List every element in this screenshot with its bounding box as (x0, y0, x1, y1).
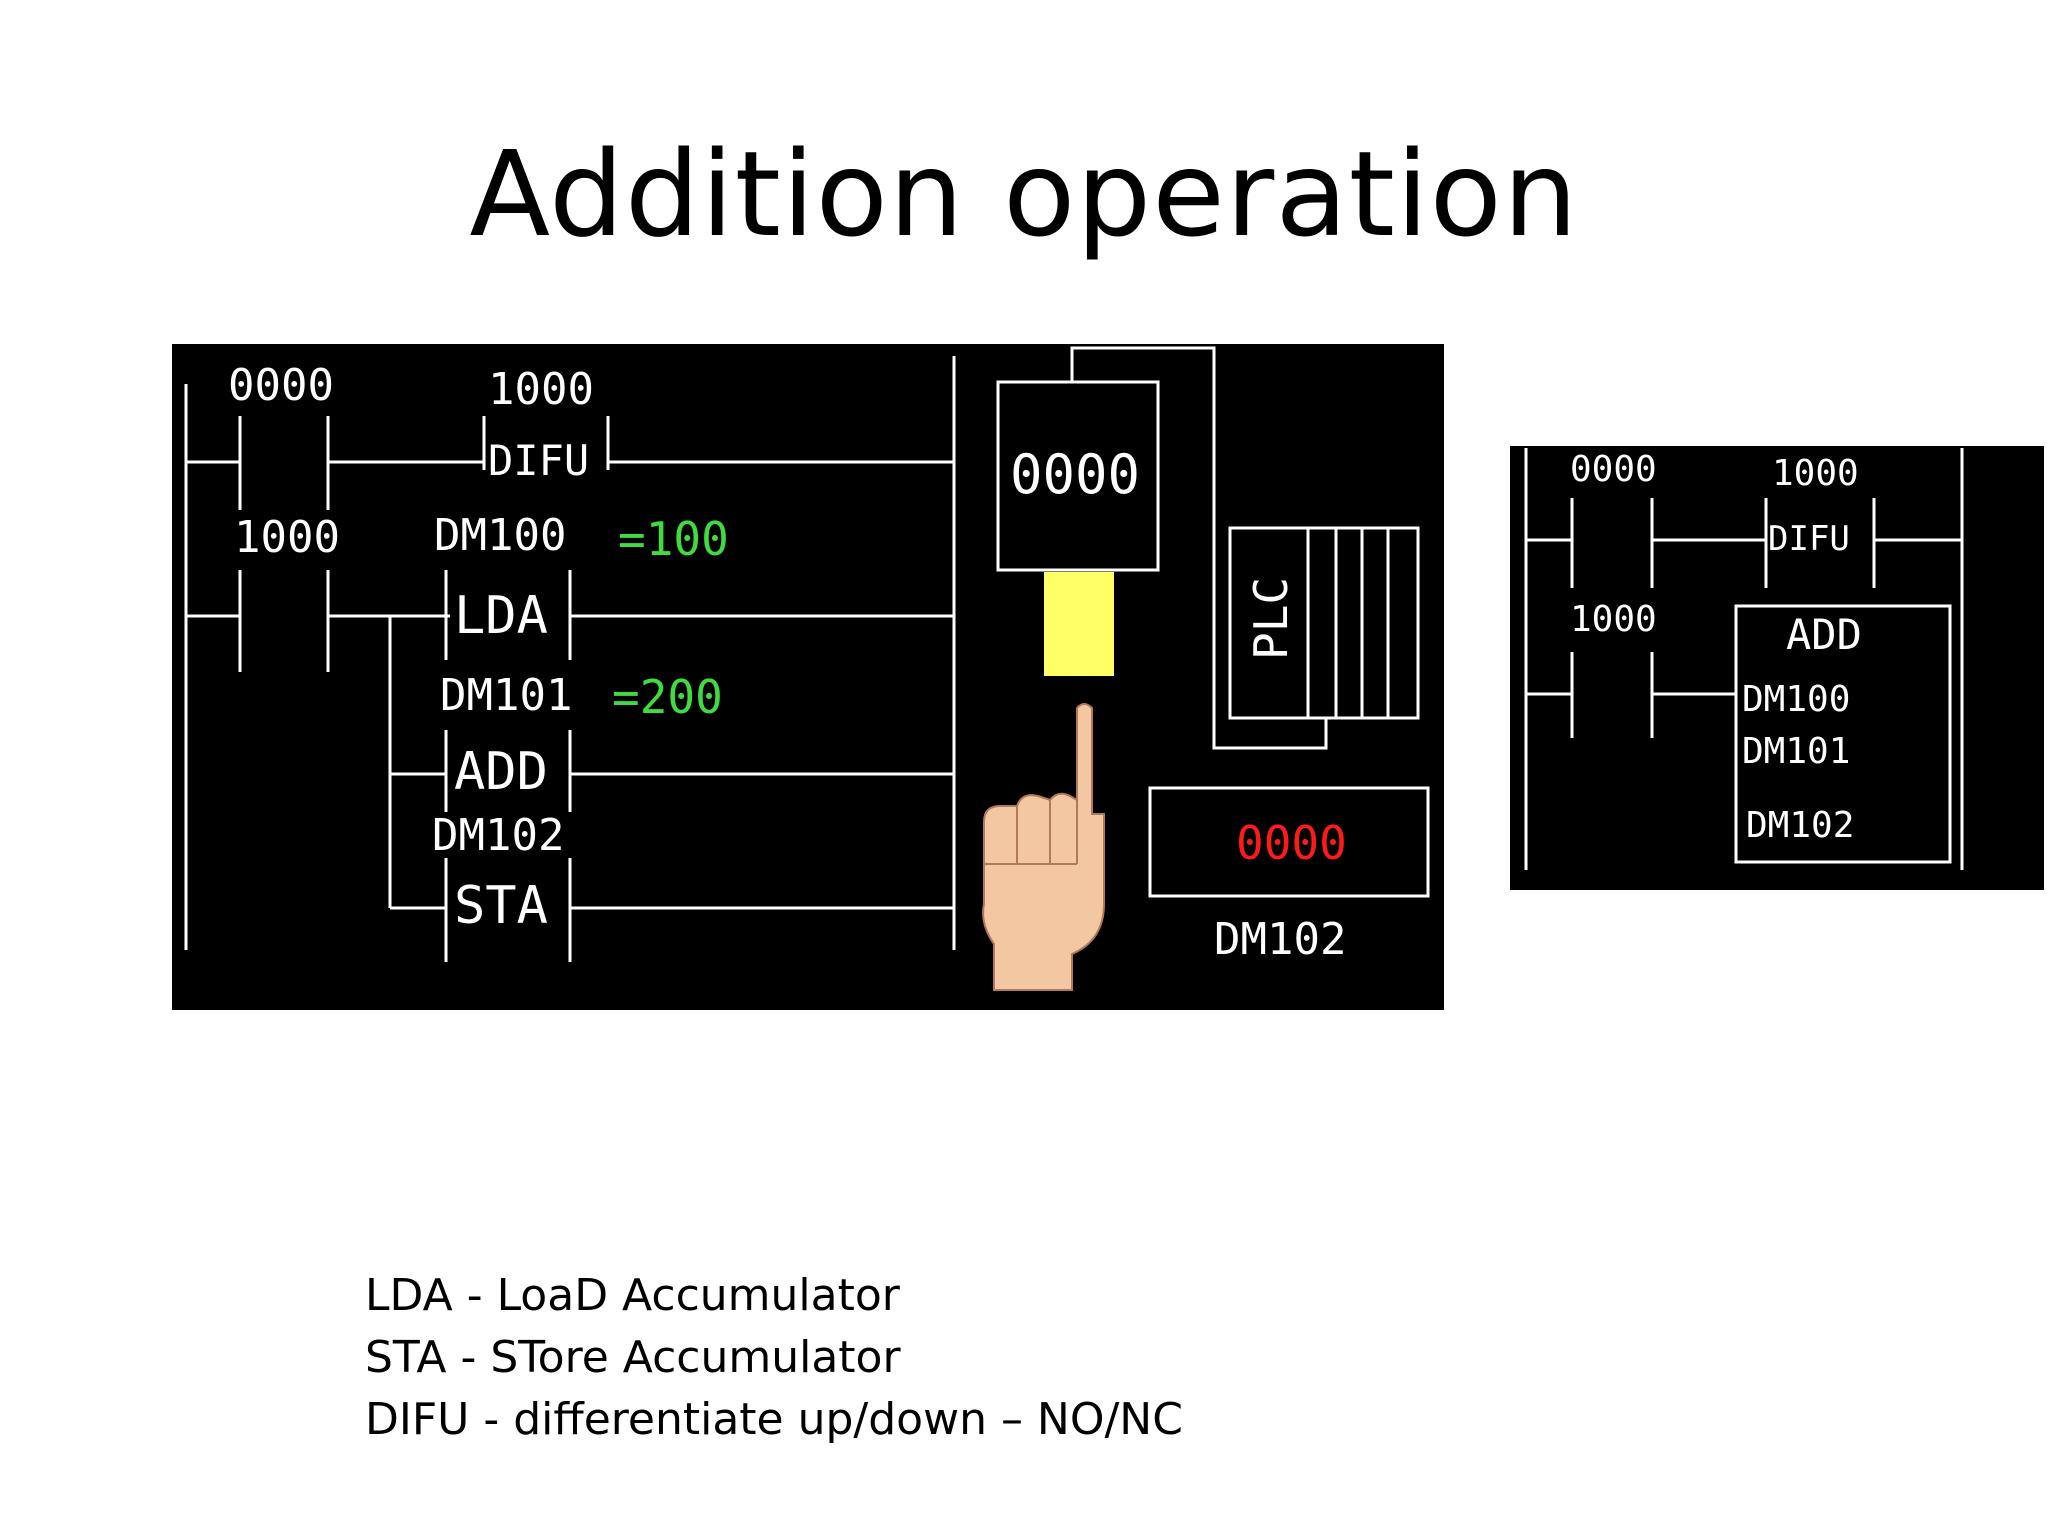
difu-label: DIFU (488, 436, 590, 485)
legend-item-difu: DIFU - differentiate up/down – NO/NC (365, 1394, 1183, 1445)
side-difu-address-label: 1000 (1772, 453, 1859, 494)
input-display-box (996, 380, 1160, 572)
sta-operand-label: DM102 (432, 810, 565, 861)
sta-label: STA (454, 876, 548, 936)
side-operand-2: DM101 (1742, 731, 1851, 772)
output-display-caption: DM102 (1214, 914, 1347, 965)
contact-0000-label: 0000 (228, 360, 334, 411)
side-operand-1: DM100 (1742, 679, 1851, 720)
lda-label: LDA (454, 586, 548, 646)
side-contact-1000-label: 1000 (1570, 599, 1657, 640)
output-display-value: 0000 (1236, 816, 1347, 870)
side-contact-0000-label: 0000 (1570, 449, 1657, 490)
plc-label: PLC (1244, 576, 1298, 660)
lda-operand-label: DM100 (434, 510, 567, 561)
side-add-block (1734, 604, 1952, 864)
plc-box (1228, 526, 1420, 720)
legend-item-lda: LDA - LoaD Accumulator (365, 1270, 900, 1321)
push-button (1044, 572, 1114, 676)
side-operand-3: DM102 (1746, 805, 1855, 846)
lda-value-label: =100 (618, 512, 729, 566)
abbreviation-legend: LDA - LoaD Accumulator STA - STore Accum… (365, 1265, 1183, 1451)
add-label: ADD (454, 742, 548, 802)
output-display-box (1148, 786, 1430, 898)
input-display-value: 0000 (1010, 443, 1141, 506)
contact-1000-label: 1000 (234, 512, 340, 563)
side-add-title: ADD (1786, 610, 1862, 659)
add-value-label: =200 (612, 670, 723, 724)
slide-title: Addition operation (469, 125, 1579, 263)
pointing-hand-icon (982, 703, 1105, 991)
main-ladder-lines (184, 346, 1430, 991)
side-ladder-diagram: 0000 1000 DIFU 1000 ADD DM100 DM101 DM10… (1510, 446, 2044, 890)
difu-address-label: 1000 (488, 364, 594, 415)
side-difu-label: DIFU (1768, 519, 1850, 559)
main-ladder-diagram: 0000 1000 DIFU 1000 DM100 =100 LDA DM101… (172, 344, 1444, 1010)
side-ladder-lines (1524, 448, 1964, 870)
add-operand-label: DM101 (440, 670, 573, 721)
legend-item-sta: STA - STore Accumulator (365, 1332, 901, 1383)
